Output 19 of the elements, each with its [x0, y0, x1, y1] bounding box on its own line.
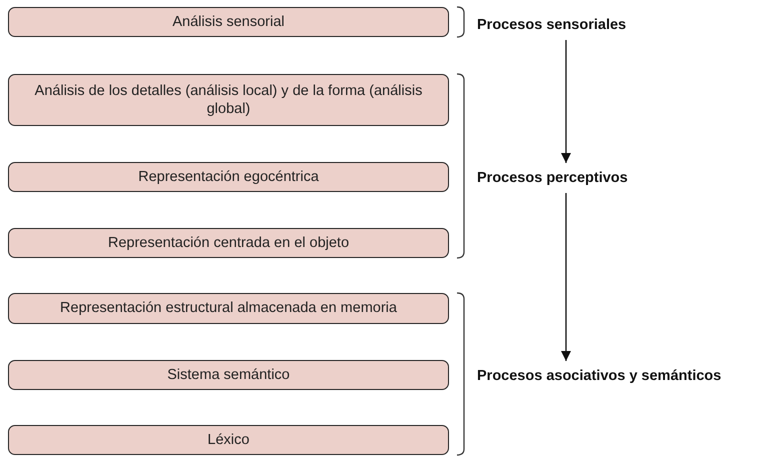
box-label: Análisis sensorial	[172, 12, 285, 32]
box-label: Análisis de los detalles (análisis local) y de la forma (análisis global)	[34, 82, 424, 118]
arrow	[561, 40, 571, 163]
box-label: Representación centrada en el objeto	[108, 234, 350, 252]
process-box	[8, 360, 449, 390]
process-box	[8, 162, 449, 192]
stage-heading: Procesos asociativos y semánticos	[477, 368, 722, 384]
arrow	[561, 193, 571, 361]
stage-heading: Procesos sensoriales	[477, 17, 626, 33]
process-box	[8, 74, 449, 126]
process-box	[8, 425, 449, 455]
process-box	[8, 293, 449, 324]
process-box	[8, 7, 449, 37]
process-box	[8, 228, 449, 258]
box-label: Léxico	[208, 430, 250, 450]
stage-heading: Procesos perceptivos	[477, 170, 628, 186]
box-label: Sistema semántico	[167, 366, 290, 384]
box-label: Representación estructural almacenada en memoria	[60, 299, 397, 318]
box-label: Representación egocéntrica	[138, 168, 319, 186]
